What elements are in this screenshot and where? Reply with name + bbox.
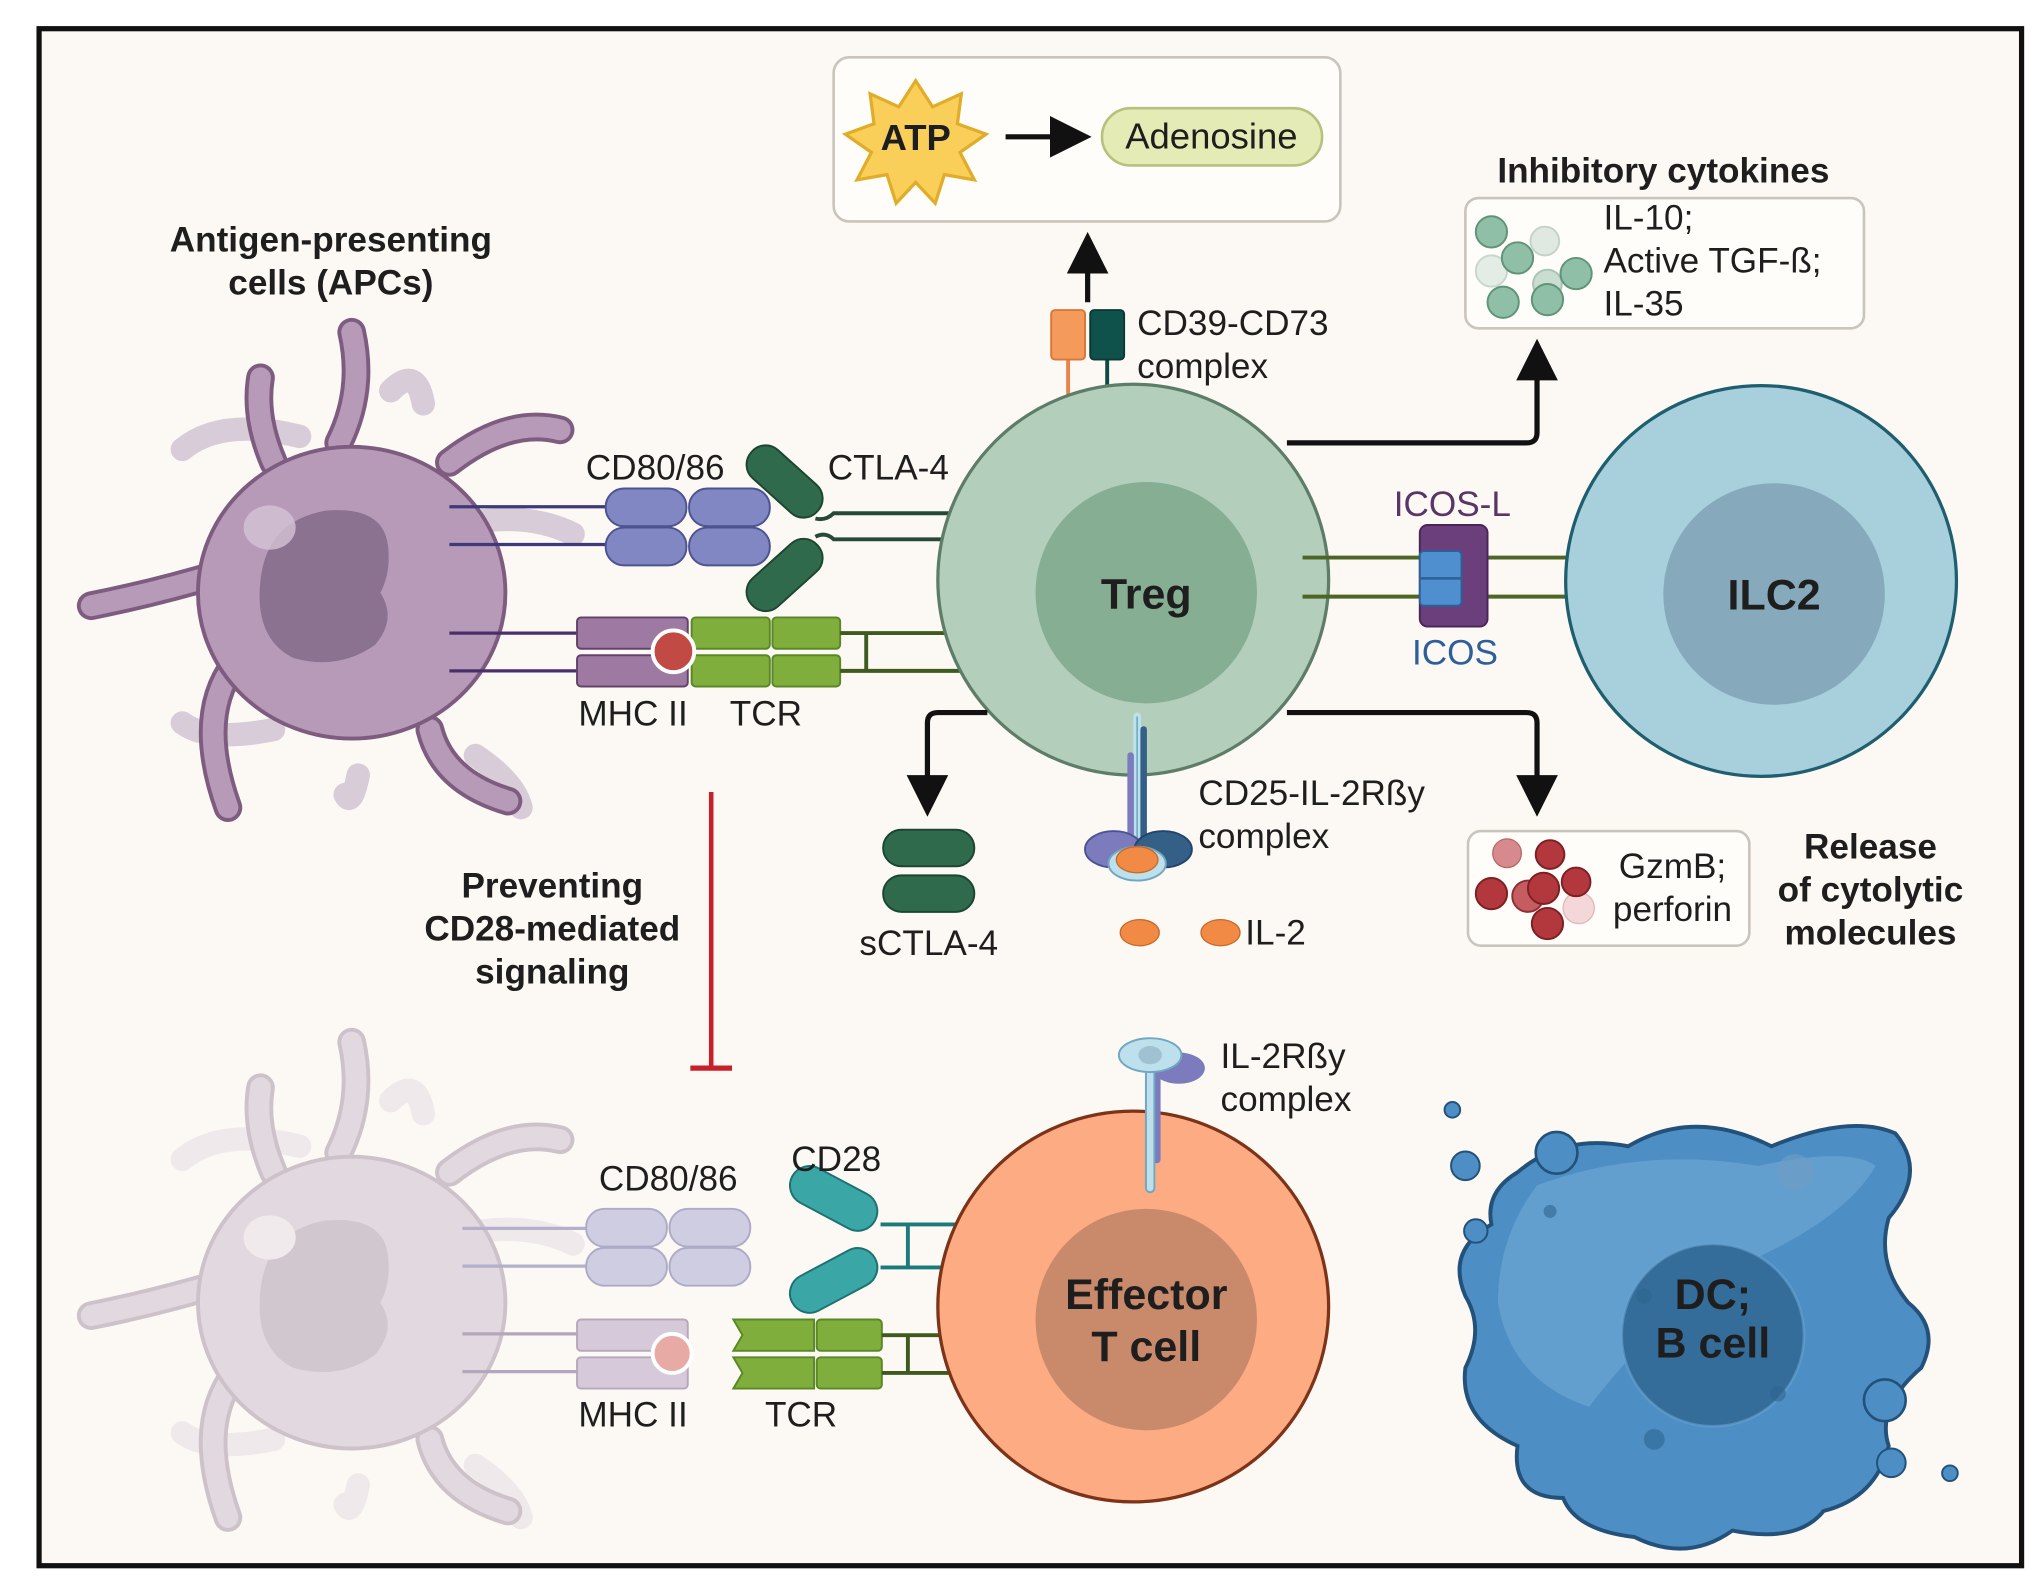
apc-nucleus-top [259,510,389,663]
mhc-tcr-top-icon [449,616,997,688]
cytolytic-title-line1: Release [1804,827,1937,866]
il2r-label-line1: IL-2Rßy [1221,1037,1346,1076]
cytolytic-gzmb: GzmB; [1619,847,1726,886]
tcr-label-bottom: TCR [765,1395,837,1434]
cd39-label-line2: complex [1137,347,1268,386]
il2r-complex-icon [1117,1037,1205,1194]
atp-label: ATP [881,117,951,158]
cd28-icon [788,1165,997,1314]
inhibitory-cytokines-box: IL-10; Active TGF-ß; IL-35 [1464,196,1866,330]
apc-cell-top [76,317,585,822]
sctla4-icon [882,828,976,913]
cytolytic-title-line2: of cytolytic [1778,870,1964,909]
tcr-label-top: TCR [730,695,802,734]
mhc-label-bottom: MHC II [578,1395,687,1434]
inhibition-label-line3: signaling [475,952,629,991]
cd80-86-top-icon [449,487,771,567]
icos-ligand-label: ICOS-L [1394,485,1511,524]
cd80-label-top: CD80/86 [586,448,725,487]
cytolytic-title-line3: molecules [1784,913,1956,952]
icos-receptor-label: ICOS [1412,633,1498,672]
cd39-cd73-complex-icon [1050,309,1126,412]
inhibition-bar-icon [690,792,733,1071]
ilc2-cell [1564,383,1959,778]
adenosine-label: Adenosine [1125,116,1297,157]
dc-label-line2: B cell [1656,1319,1771,1367]
apc-cell-bottom [76,1027,585,1532]
apc-title-line2: cells (APCs) [228,263,433,302]
cytokine-il10: IL-10; [1603,198,1693,237]
treg-cell [936,382,1331,777]
effector-label-line2: T cell [1091,1323,1201,1371]
cd25-il2r-complex-icon [1084,712,1193,882]
cytokines-arrow [1286,338,1558,446]
inhibition-label-line1: Preventing [461,867,643,906]
sctla4-arrow [906,709,988,817]
cd80-86-bottom-icon [462,1207,752,1287]
cd25-label-line1: CD25-IL-2Rßy [1198,774,1425,813]
inhibition-label-line2: CD28-mediated [424,909,680,948]
il2-molecules-icon [1119,919,1241,947]
cytokine-tgfb: Active TGF-ß; [1603,241,1821,280]
adenosine-pill [1100,106,1324,167]
cd25-label-line2: complex [1198,817,1329,856]
il2r-label-line2: complex [1221,1080,1352,1119]
cytolytic-perforin: perforin [1613,890,1732,929]
sctla4-label: sCTLA-4 [859,924,998,963]
ctla4-top-icon [745,444,997,613]
ctla4-label-top: CTLA-4 [828,448,949,487]
dc-b-cell [1443,1101,1959,1551]
cd28-label: CD28 [791,1140,881,1179]
cytolytic-arrow [1286,709,1558,817]
atp-starburst-icon [841,77,990,207]
ilc2-label: ILC2 [1728,572,1821,620]
apc-title-line1: Antigen-presenting [170,220,492,259]
effector-label-line1: Effector [1065,1271,1228,1319]
treg-label: Treg [1101,570,1192,618]
cytolytic-box: GzmB; perforin [1466,829,1751,948]
dc-label-line1: DC; [1675,1271,1751,1319]
cd80-label-bottom: CD80/86 [599,1160,738,1199]
cytokine-il35: IL-35 [1603,284,1683,323]
cd39-label-line1: CD39-CD73 [1137,304,1328,343]
il2-label: IL-2 [1245,913,1306,952]
effector-t-cell [936,1109,1331,1504]
atp-adenosine-box: ATP Adenosine [832,56,1342,223]
inhibitory-cytokines-title: Inhibitory cytokines [1497,151,1829,190]
mhc-tcr-bottom-icon [462,1318,997,1390]
mhc-label-top: MHC II [578,695,687,734]
